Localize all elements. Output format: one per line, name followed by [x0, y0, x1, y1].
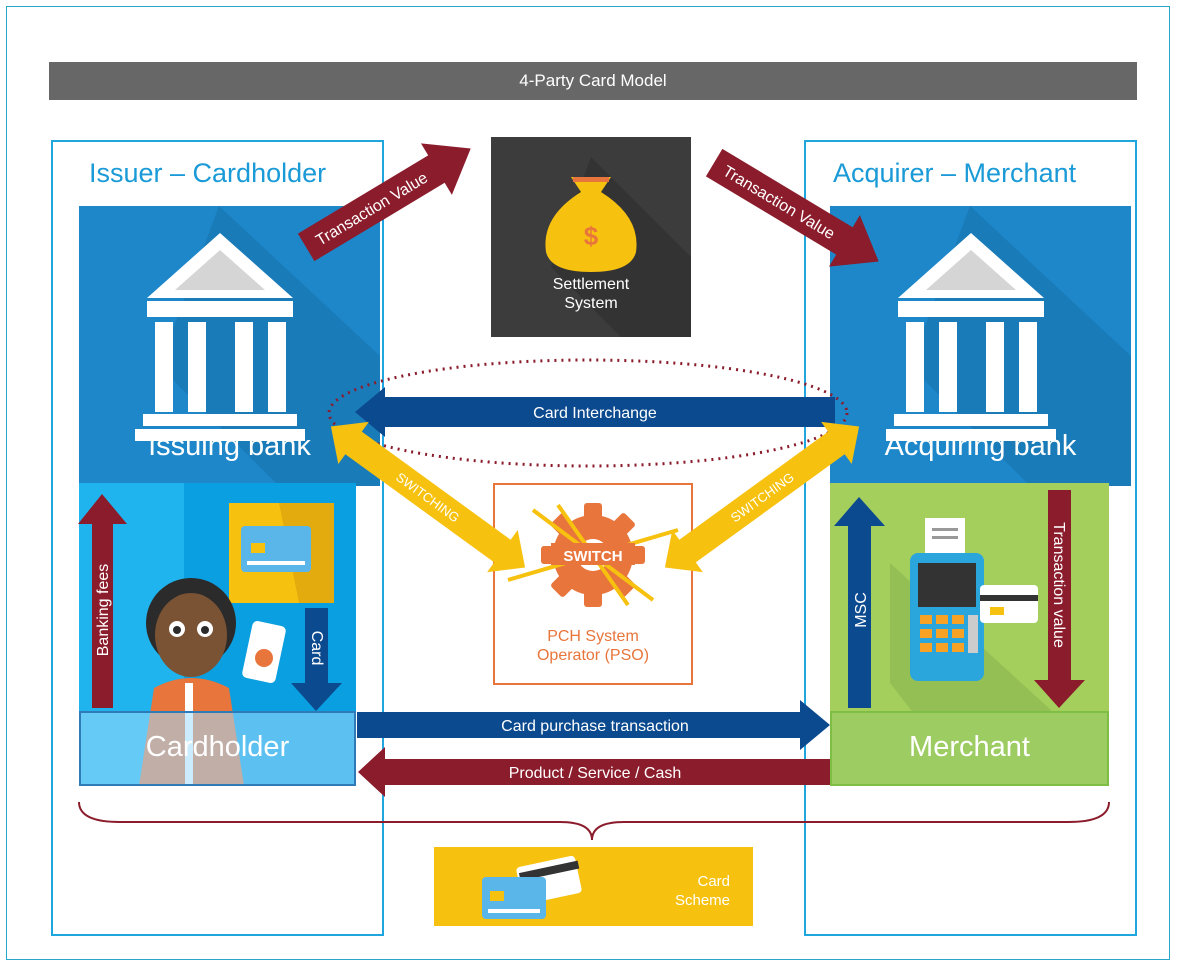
- acquiring-bank-label: Acquiring bank: [884, 430, 1077, 462]
- msc-arrow: MSC: [834, 497, 885, 708]
- card-arrow: Card: [291, 608, 342, 711]
- pso-label-line1: PCH System: [547, 628, 639, 645]
- card-scheme-label: Card Scheme: [660, 872, 730, 910]
- card-purchase-label: Card purchase transaction: [501, 718, 689, 735]
- switch-text: SWITCH: [563, 548, 622, 565]
- card-scheme-brace: [78, 801, 1110, 841]
- transaction-value-right-label: Transaction Value: [720, 163, 838, 243]
- transaction-value-down-arrow: Transaction value: [1034, 490, 1085, 708]
- card-scheme-cards-icon: [482, 855, 582, 919]
- acquirer-column: [804, 140, 1137, 936]
- transaction-value-left-label: Transaction Value: [313, 169, 431, 249]
- issuing-bank-label: Issuing bank: [148, 430, 311, 462]
- product-service-arrow: [358, 747, 830, 797]
- transaction-value-down-label: Transaction value: [1050, 522, 1067, 648]
- card-scheme-label-line2: Scheme: [674, 892, 730, 909]
- issuing-bank-icon: [135, 206, 380, 486]
- interchange-dotted-ellipse: [327, 358, 849, 468]
- issuer-heading: Issuer – Cardholder: [89, 158, 327, 188]
- card-purchase-arrow: [357, 700, 830, 750]
- settlement-label: Settlement System: [491, 275, 691, 313]
- cardholder-label: Cardholder: [145, 731, 290, 763]
- merchant-label-band: [830, 711, 1109, 786]
- transaction-value-left-arrow: Transaction Value: [297, 143, 471, 262]
- switch-gear-icon: SWITCH: [507, 503, 679, 607]
- acquiring-bank-icon: [886, 206, 1131, 486]
- issuer-column: [51, 140, 384, 936]
- card-interchange-label: Card Interchange: [533, 405, 657, 422]
- money-bag-icon: $: [545, 157, 691, 337]
- settlement-label-line2: System: [564, 295, 618, 312]
- card-label: Card: [308, 631, 325, 666]
- banking-fees-label: Banking fees: [95, 564, 112, 657]
- pso-label-line2: Operator (PSO): [536, 647, 650, 664]
- transaction-value-right-arrow: Transaction Value: [705, 148, 879, 267]
- card-scheme-box: [434, 847, 753, 926]
- settlement-label-line1: Settlement: [552, 276, 630, 293]
- diagram-title: 4-Party Card Model: [49, 62, 1137, 100]
- acquiring-bank-panel: [830, 206, 1131, 486]
- banking-fees-arrow: Banking fees: [78, 494, 127, 708]
- settlement-system-box: $: [491, 137, 691, 337]
- acquirer-heading: Acquirer – Merchant: [833, 158, 1077, 188]
- cardholder-label-band: [79, 711, 356, 786]
- card-scheme-label-line1: Card: [697, 873, 730, 890]
- card-interchange-arrow: [355, 387, 835, 437]
- pso-label: PCH System Operator (PSO): [493, 627, 693, 665]
- msc-label: MSC: [853, 592, 870, 628]
- diagram-title-text: 4-Party Card Model: [519, 71, 667, 90]
- merchant-label: Merchant: [909, 731, 1030, 763]
- switching-right-arrow: SWITCHING: [664, 421, 860, 573]
- issuing-bank-panel: [79, 206, 380, 486]
- outer-frame: [6, 6, 1170, 960]
- product-service-label: Product / Service / Cash: [509, 765, 682, 782]
- svg-text:$: $: [584, 221, 599, 251]
- switching-left-arrow: SWITCHING: [330, 421, 526, 573]
